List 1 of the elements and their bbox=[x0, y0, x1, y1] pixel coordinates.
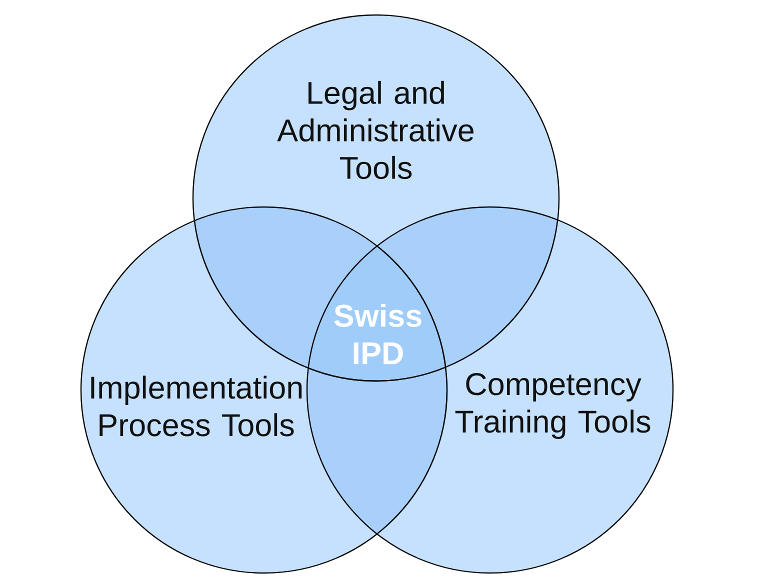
intersection-label: Swiss IPD bbox=[334, 304, 422, 364]
